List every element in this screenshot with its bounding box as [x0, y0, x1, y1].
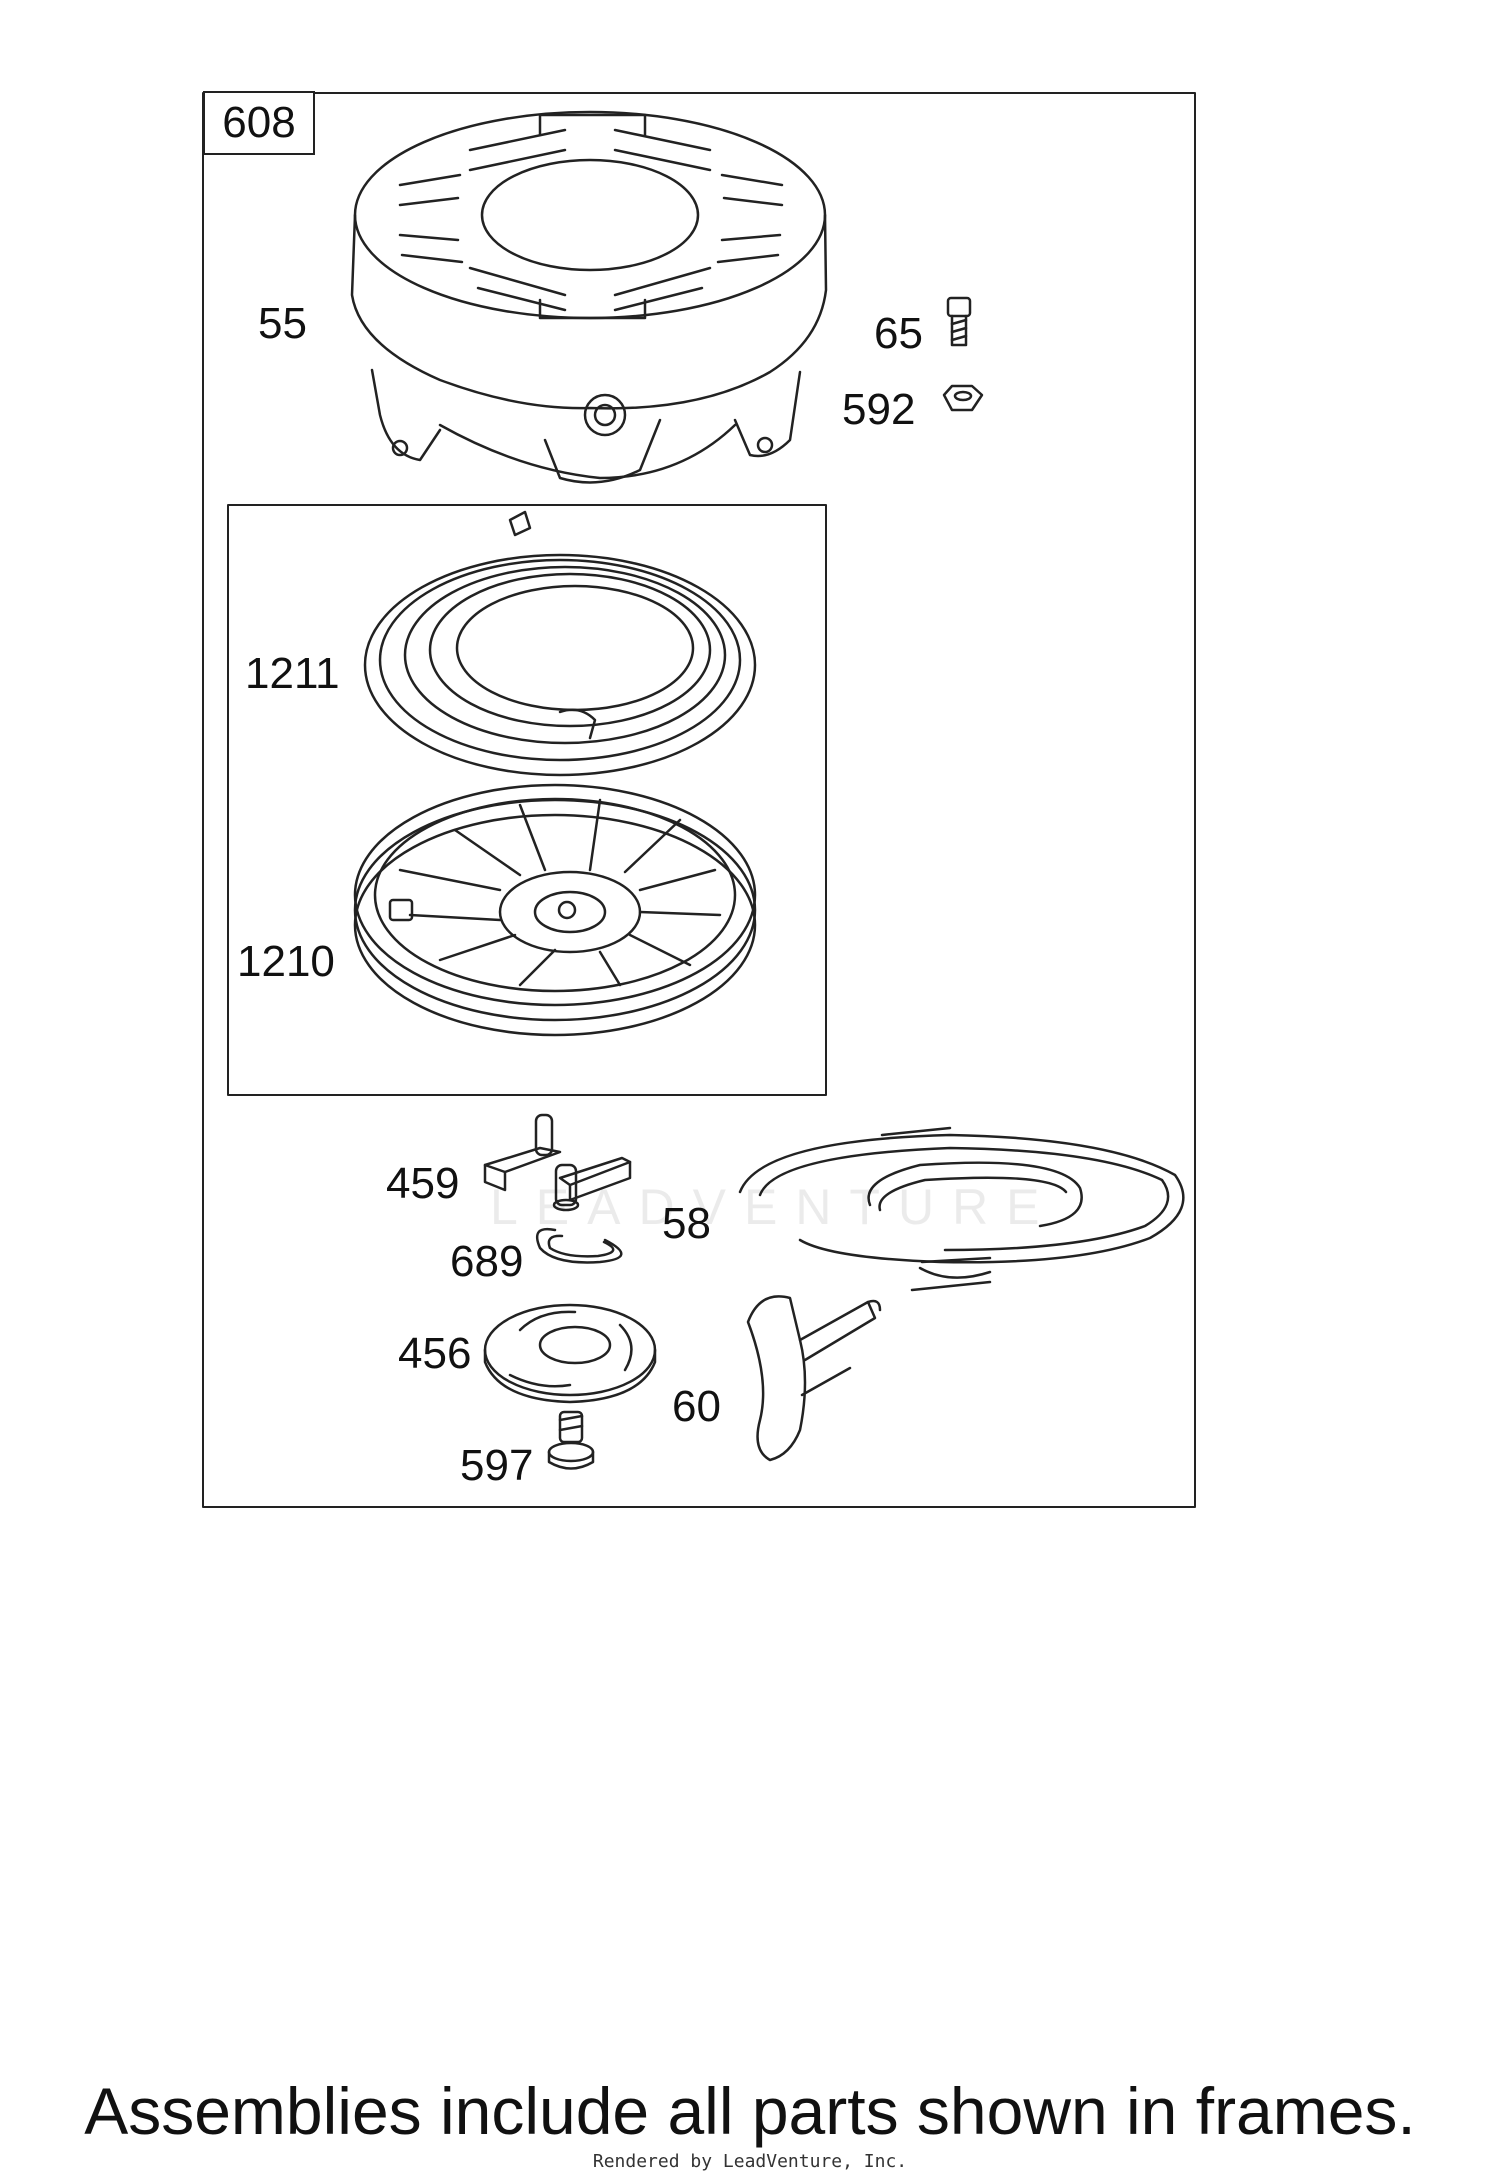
retainer-drawing [483, 1303, 657, 1404]
assembly-footnote: Assemblies include all parts shown in fr… [84, 2074, 1416, 2148]
assembly-frame [202, 92, 1196, 1508]
part-label-65: 65 [874, 309, 923, 358]
assembly-number-608: 608 [203, 91, 315, 155]
rendered-by-credit: Rendered by LeadVenture, Inc. [592, 2151, 908, 2172]
dog-drawing [483, 1113, 632, 1212]
starter-handle-drawing [746, 1295, 882, 1462]
subassembly-frame [227, 504, 827, 1096]
part-label-1211: 1211 [245, 649, 340, 698]
rewind-spring-drawing [363, 510, 757, 777]
screw-65-drawing [946, 296, 972, 347]
pulley-drawing [353, 783, 757, 1037]
watermark-text: LEADVENTURE [490, 1179, 1058, 1235]
part-label-456: 456 [398, 1329, 472, 1378]
screw-597-drawing [547, 1410, 595, 1470]
part-label-55: 55 [258, 299, 307, 348]
part-label-459: 459 [386, 1159, 460, 1208]
starter-rope-drawing [738, 1126, 1185, 1292]
part-label-597: 597 [460, 1441, 534, 1490]
blower-housing-drawing [350, 110, 828, 484]
part-label-592: 592 [842, 385, 916, 434]
part-label-1210: 1210 [237, 937, 335, 986]
part-label-689: 689 [450, 1237, 524, 1286]
part-label-60: 60 [672, 1382, 721, 1431]
retainer-ring-drawing [535, 1227, 623, 1264]
part-label-58: 58 [662, 1199, 711, 1248]
nut-592-drawing [942, 384, 984, 412]
